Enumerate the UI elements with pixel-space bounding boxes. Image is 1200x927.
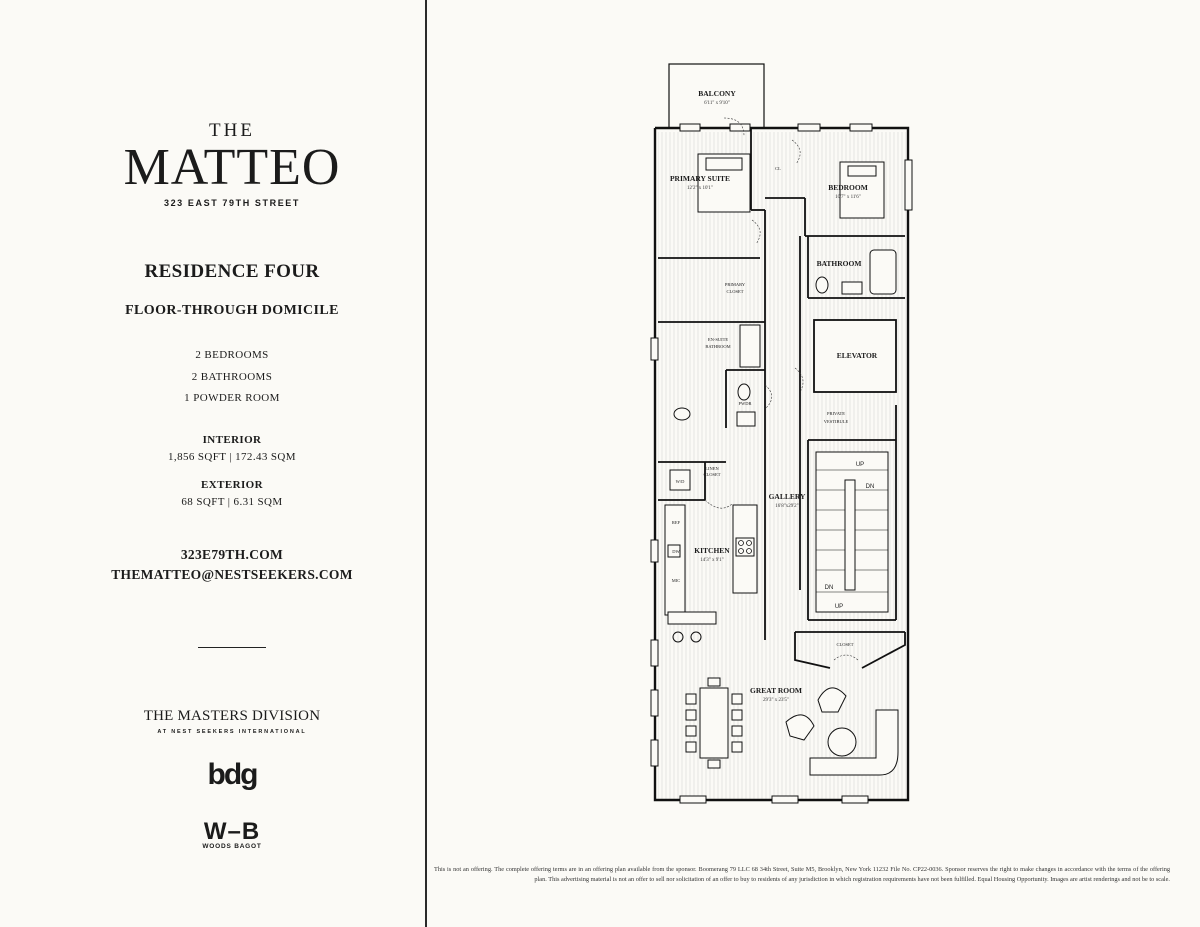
beds bbox=[697, 153, 885, 219]
door-swings bbox=[704, 117, 859, 661]
label-cl: CL bbox=[775, 166, 781, 171]
label-great-room: GREAT ROOM bbox=[750, 686, 802, 695]
label-primary-suite: PRIMARY SUITE bbox=[670, 174, 730, 183]
brand-address: 323 EAST 79TH STREET bbox=[163, 198, 301, 208]
label-linen-2: CLOSET bbox=[703, 472, 720, 477]
exterior-label: EXTERIOR bbox=[201, 479, 263, 491]
label-mic: MIC bbox=[672, 578, 681, 583]
panel-divider bbox=[425, 0, 427, 927]
label-stair-up-1: UP bbox=[856, 462, 864, 468]
label-private-2: VESTIBULE bbox=[824, 419, 849, 424]
label-ensuite-1: EN-SUITE bbox=[708, 337, 728, 342]
residence-title: RESIDENCE FOUR bbox=[144, 261, 320, 282]
dim-balcony: 6'11" x 9'10" bbox=[704, 101, 730, 106]
floor-plan: BALCONY 6'11" x 9'10" PRIMARY SUITE 12'2… bbox=[650, 63, 913, 804]
woods-bagot-subtitle: WOODS BAGOT bbox=[202, 843, 262, 850]
exterior-walls bbox=[653, 126, 910, 802]
label-ref: REF bbox=[672, 520, 681, 525]
label-dw: DW bbox=[672, 549, 680, 554]
bdg-logo: bdg bbox=[207, 758, 259, 791]
legal-disclaimer: This is not an offering. The complete of… bbox=[434, 866, 1170, 883]
brand-name: MATTEO bbox=[123, 139, 341, 196]
woods-bagot-logo: W–B bbox=[203, 818, 261, 845]
label-elevator: ELEVATOR bbox=[837, 351, 878, 360]
bar-stools bbox=[672, 631, 702, 643]
kitchen-counters bbox=[664, 504, 758, 625]
email-link[interactable]: THEMATTEO@NESTSEEKERS.COM bbox=[111, 567, 353, 582]
label-primary-closet-2: CLOSET bbox=[726, 289, 743, 294]
label-ensuite-2: BATHROOM bbox=[705, 344, 730, 349]
interior-value: 1,856 SQFT | 172.43 SQM bbox=[168, 451, 296, 463]
label-linen-1: LINEN bbox=[705, 466, 719, 471]
living-furniture bbox=[685, 677, 899, 776]
label-bathroom: BATHROOM bbox=[817, 259, 862, 268]
label-stair-up-2: UP bbox=[835, 604, 843, 610]
bath-fixtures bbox=[669, 249, 897, 491]
label-closet: CLOSET bbox=[836, 642, 853, 647]
label-wd: W/D bbox=[676, 479, 685, 484]
website-link[interactable]: 323E79TH.COM bbox=[180, 547, 284, 562]
label-private-1: PRIVATE bbox=[827, 411, 845, 416]
separator-rule bbox=[198, 647, 266, 648]
info-panel: THE MATTEO 323 EAST 79TH STREET RESIDENC… bbox=[0, 0, 425, 927]
elevator-shaft bbox=[815, 321, 895, 391]
interior-walls bbox=[658, 128, 906, 669]
stair-treads bbox=[816, 469, 888, 593]
label-kitchen: KITCHEN bbox=[694, 546, 730, 555]
staircase bbox=[815, 451, 889, 613]
feature-bathrooms: 2 BATHROOMS bbox=[191, 371, 273, 383]
dim-gallery: 16'8"x29'2" bbox=[775, 504, 798, 509]
balcony-outline bbox=[668, 63, 765, 129]
masters-division-logo: THE MASTERS DIVISION bbox=[143, 708, 321, 724]
interior-label: INTERIOR bbox=[202, 434, 262, 446]
dim-primary-suite: 12'2" x 10'1" bbox=[687, 186, 713, 191]
residence-subtitle: FLOOR-THROUGH DOMICILE bbox=[125, 303, 339, 318]
stove-burners bbox=[738, 540, 752, 554]
exterior-value: 68 SQFT | 6.31 SQM bbox=[181, 496, 283, 508]
feature-powder-room: 1 POWDER ROOM bbox=[184, 392, 280, 404]
label-stair-dn-2: DN bbox=[825, 585, 834, 591]
dim-kitchen: 14'3" x 9'1" bbox=[700, 558, 723, 563]
windows bbox=[650, 123, 913, 804]
dim-bedroom: 10'7" x 11'6" bbox=[835, 195, 861, 200]
label-stair-dn-1: DN bbox=[866, 484, 875, 490]
label-primary-closet-1: PRIMARY bbox=[725, 282, 746, 287]
brand-the: THE bbox=[209, 120, 255, 141]
label-pwdr: PWDR bbox=[738, 401, 751, 406]
label-gallery: GALLERY bbox=[769, 492, 806, 501]
label-bedroom: BEDROOM bbox=[828, 183, 868, 192]
masters-division-subtitle: AT NEST SEEKERS INTERNATIONAL bbox=[157, 729, 307, 735]
feature-bedrooms: 2 BEDROOMS bbox=[195, 349, 269, 361]
dim-great-room: 29'3" x 23'5" bbox=[763, 698, 789, 703]
label-balcony: BALCONY bbox=[698, 89, 736, 98]
